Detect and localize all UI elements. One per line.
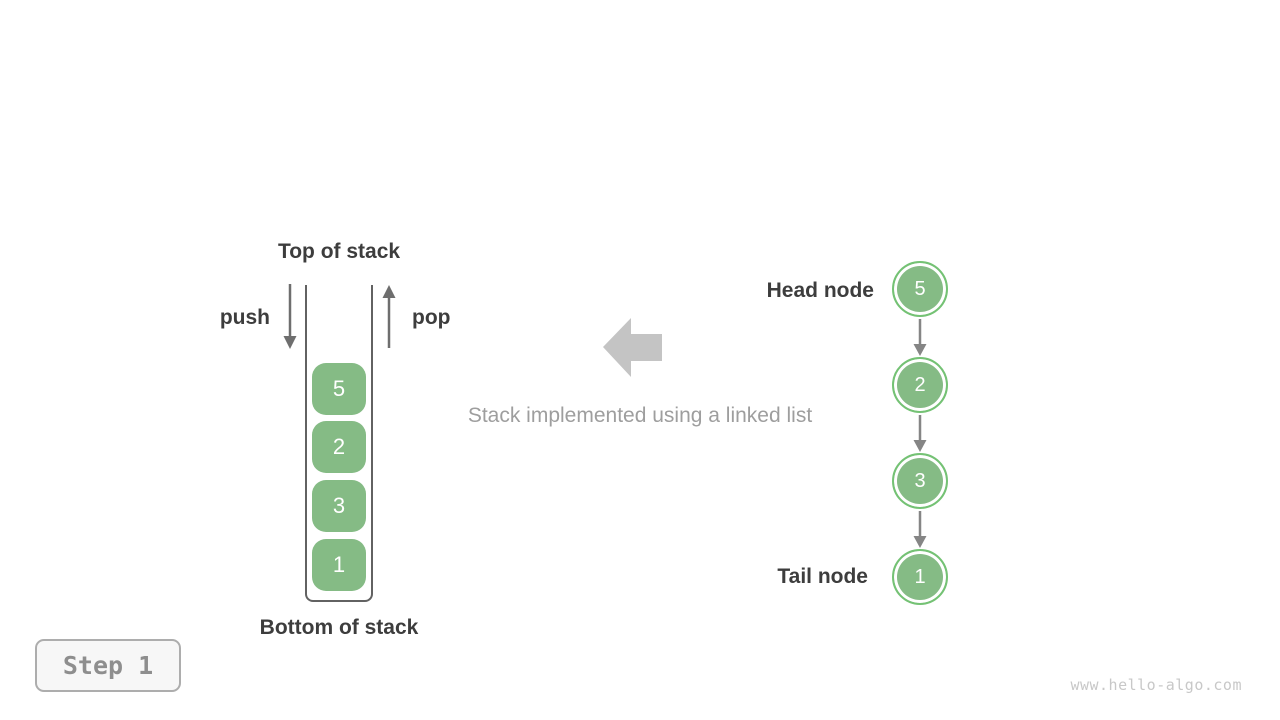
stack-bottom-label: Bottom of stack: [259, 616, 419, 639]
tail-node-label: Tail node: [777, 565, 868, 588]
figure-caption: Stack implemented using a linked list: [467, 404, 813, 427]
link-arrow-down-icon: [913, 415, 927, 452]
step-badge: Step 1: [35, 639, 181, 692]
pop-arrow-up-icon: [382, 285, 396, 348]
stack-item: 3: [312, 480, 366, 532]
linked-list-node: 3: [892, 453, 948, 509]
stack-item: 1: [312, 539, 366, 591]
push-arrow-down-icon: [283, 284, 297, 349]
link-arrow-down-icon: [913, 511, 927, 548]
linked-list-node: 5: [892, 261, 948, 317]
push-label: push: [219, 306, 270, 329]
stack-container: 5 2 3 1: [305, 285, 373, 602]
link-arrow-down-icon: [913, 319, 927, 356]
linked-list-node: 2: [892, 357, 948, 413]
stack-item: 5: [312, 363, 366, 415]
direction-arrow-left-icon: [603, 318, 662, 377]
stack-top-label: Top of stack: [277, 240, 401, 263]
pop-label: pop: [412, 306, 451, 329]
stack-item: 2: [312, 421, 366, 473]
linked-list-node: 1: [892, 549, 948, 605]
watermark: www.hello-algo.com: [1070, 676, 1242, 694]
head-node-label: Head node: [766, 279, 874, 302]
